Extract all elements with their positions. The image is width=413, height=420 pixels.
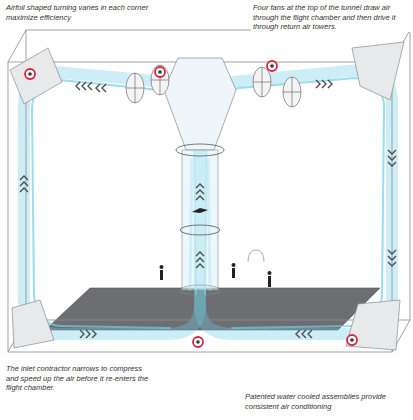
fan-funnel	[164, 58, 236, 150]
person-figure	[160, 270, 163, 280]
callout-note: Four fans at the top of the tunnel draw …	[251, 3, 411, 32]
marker-dot	[28, 72, 32, 76]
callout-note: The inlet contractor narrows to compress…	[4, 364, 158, 393]
flow-chevrons	[20, 80, 396, 338]
chevron-up	[196, 184, 204, 200]
airflow-streak	[32, 80, 196, 328]
person-figure	[232, 268, 235, 278]
callout-markers	[25, 61, 357, 347]
callout-note: Airfoil shaped turning vanes in each cor…	[4, 3, 158, 22]
chevron-up	[196, 252, 204, 268]
people	[160, 208, 272, 287]
chamber-ring	[180, 225, 220, 235]
fan-blades	[126, 65, 301, 107]
marker-ring	[155, 67, 165, 77]
marker-ring	[347, 335, 357, 345]
marker-dot	[270, 64, 274, 68]
turning-vane	[352, 42, 404, 100]
marker-dot	[158, 70, 162, 74]
chevron-left	[76, 82, 92, 90]
chevron-right	[316, 80, 332, 88]
chamber-ring	[176, 144, 224, 156]
chevron-down	[388, 250, 396, 266]
person-figure	[232, 263, 236, 267]
turning-vane	[346, 300, 400, 350]
back-face	[26, 30, 410, 320]
marker-ring	[25, 69, 35, 79]
chevron-left	[296, 330, 312, 338]
marker-dot	[350, 338, 354, 342]
fans	[126, 65, 301, 107]
turning-vanes	[10, 42, 404, 350]
turning-vane	[10, 48, 62, 104]
chevron-up	[20, 176, 28, 192]
chevron-left	[96, 84, 106, 92]
person-figure	[268, 271, 272, 275]
airflow-streak	[205, 78, 384, 328]
flyer-figure	[192, 208, 208, 213]
marker-ring	[267, 61, 277, 71]
chevron-right	[80, 330, 96, 338]
flight-chamber	[182, 150, 218, 290]
callout-note: Patented water cooled assemblies provide…	[243, 392, 411, 411]
person-figure	[160, 265, 164, 269]
marker-dot	[196, 340, 200, 344]
chamber-ring	[180, 285, 220, 295]
depth-edge	[8, 30, 410, 352]
tunnel-outline	[8, 30, 410, 352]
chevron-down	[388, 150, 396, 166]
person-figure	[268, 276, 271, 287]
turning-vane	[12, 300, 54, 348]
chamber-door	[248, 250, 264, 262]
marker-ring	[193, 337, 203, 347]
